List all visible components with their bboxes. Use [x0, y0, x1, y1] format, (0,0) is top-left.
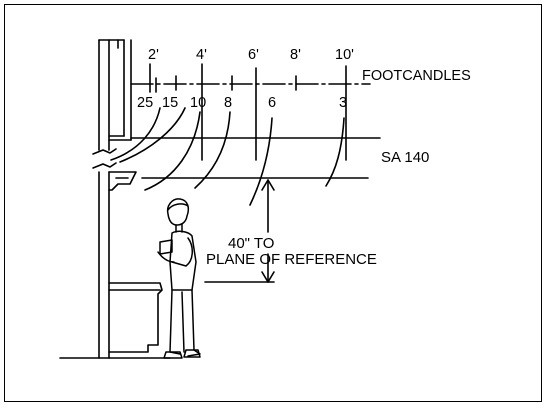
upper-cabinet	[108, 39, 132, 141]
person-figure	[157, 198, 201, 359]
diagram-frame	[4, 4, 542, 402]
distance-labels: 2' 4' 6' 8' 10'	[148, 47, 354, 63]
height-label-line1: 40" TO	[228, 235, 274, 252]
height-dimension	[261, 179, 275, 283]
footcandle-value: 8	[224, 95, 232, 111]
distance-label: 8'	[290, 47, 301, 63]
footcandle-value: 6	[268, 95, 276, 111]
distance-ticks	[149, 63, 347, 161]
counter	[108, 282, 163, 353]
distance-label: 6'	[248, 47, 259, 63]
wall-fixture	[108, 171, 137, 191]
distance-label: 2'	[148, 47, 159, 63]
footcandles-label: FOOTCANDLES	[362, 68, 471, 84]
footcandle-values: 25 15 10 8 6 3	[137, 95, 347, 111]
wall	[59, 39, 171, 359]
footcandle-value: 15	[162, 95, 178, 111]
footcandle-value: 10	[190, 95, 206, 111]
footcandle-value: 25	[137, 95, 153, 111]
fixture-label: SA 140	[381, 149, 429, 166]
height-label-line2: PLANE OF REFERENCE	[206, 251, 377, 268]
footcandle-value: 3	[339, 95, 347, 111]
distance-label: 4'	[196, 47, 207, 63]
distance-label: 10'	[335, 47, 354, 63]
isofootcandle-curves	[110, 107, 345, 206]
